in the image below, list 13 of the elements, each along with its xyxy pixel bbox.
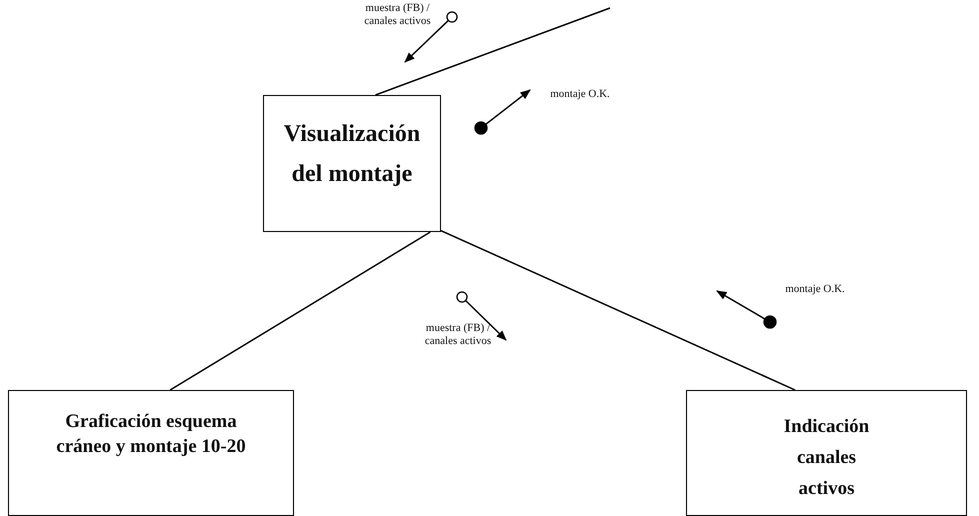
data-couple-label: montaje O.K. [549, 88, 611, 101]
module-box [8, 390, 294, 516]
module-box [263, 95, 441, 232]
module-title: Graficación esquema cráneo y montaje 10-20 [56, 410, 246, 459]
data-couple-label: muestra (FB) / canales activos [363, 2, 432, 28]
module-title: Indicación canales activos [782, 415, 870, 501]
data-couple-label: montaje O.K. [784, 283, 846, 296]
data-couple-label: muestra (FB) / canales activos [424, 322, 492, 348]
module-title: Visualización del montaje [282, 120, 422, 189]
connector-line [170, 231, 431, 391]
module-box [686, 390, 967, 516]
connector-line [440, 230, 796, 391]
connector-line [375, 7, 610, 96]
